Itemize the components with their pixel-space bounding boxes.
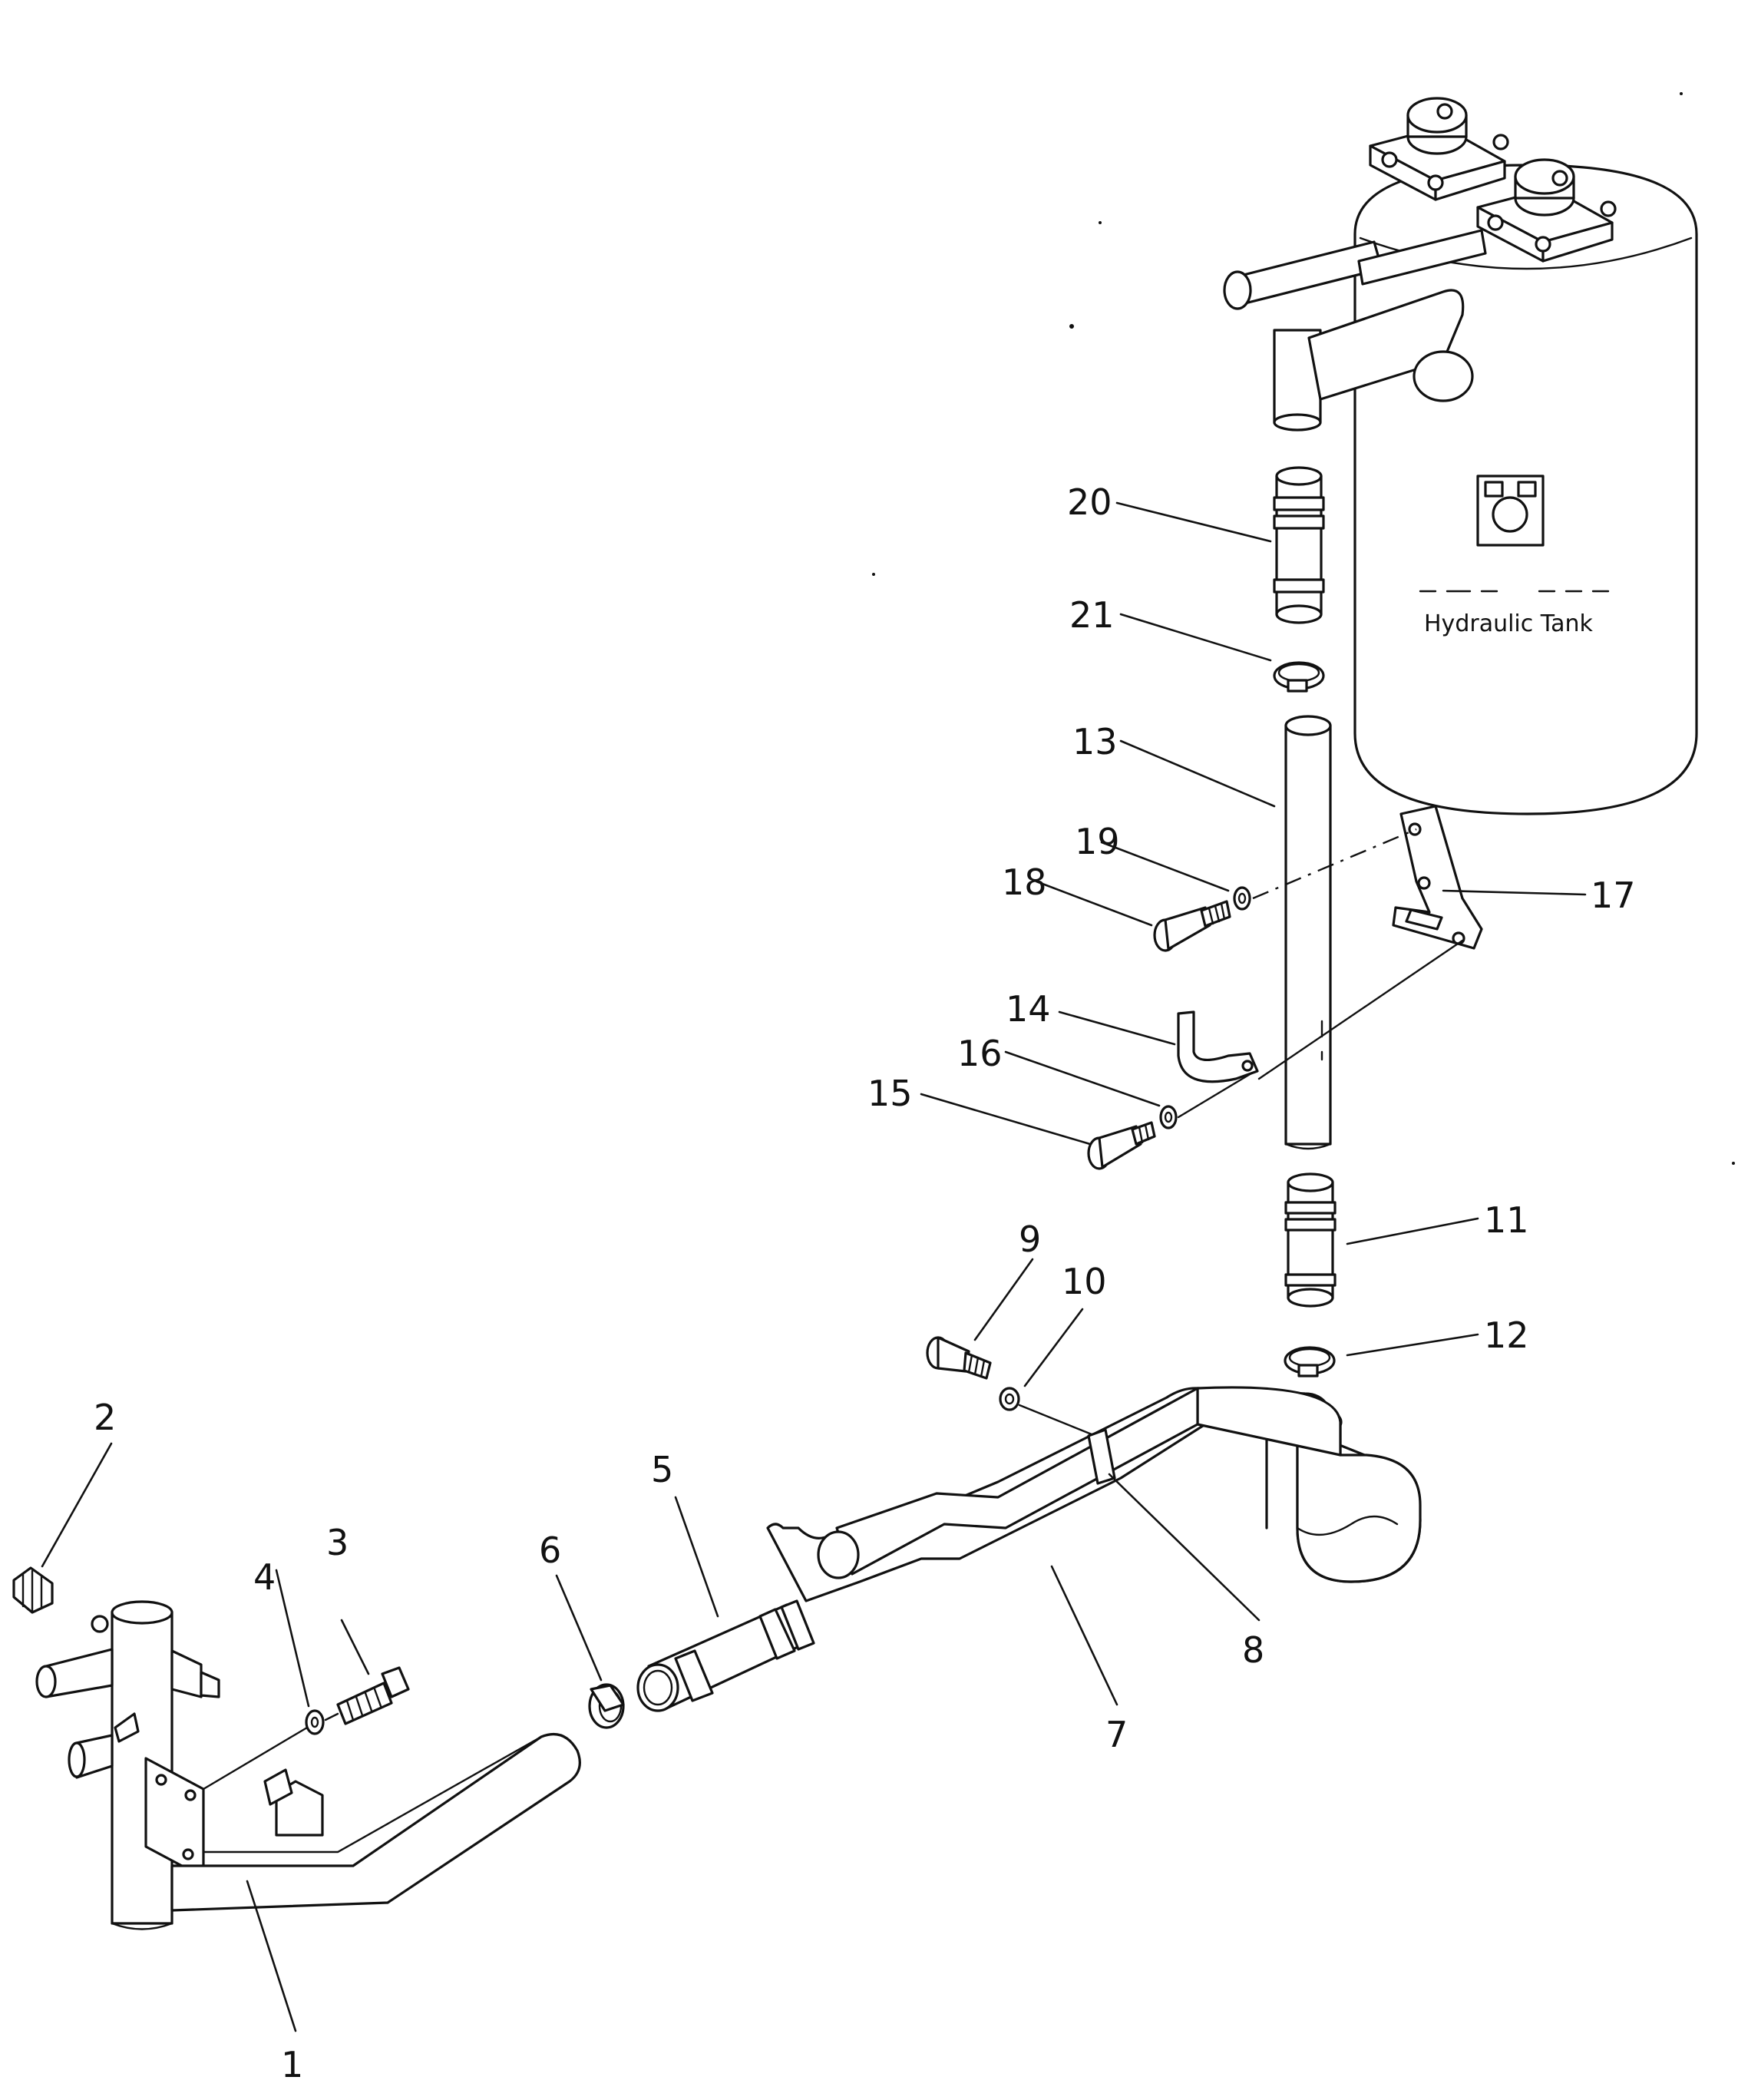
- callout-15: 15: [867, 1073, 913, 1114]
- part-17-bracket: [1392, 805, 1483, 950]
- part-2-fitting: [12, 1566, 109, 1633]
- callout-18: 18: [1002, 861, 1047, 903]
- callout-19: 19: [1075, 821, 1120, 862]
- callout-9: 9: [1019, 1219, 1041, 1260]
- part-16-washer: [1159, 1105, 1178, 1129]
- tank-label: Hydraulic Tank: [1424, 610, 1594, 637]
- part-10-washer: [999, 1387, 1020, 1411]
- callout-5: 5: [651, 1449, 673, 1490]
- callout-21: 21: [1069, 594, 1115, 636]
- callout-12: 12: [1484, 1315, 1529, 1356]
- part-9-bolt: [926, 1336, 992, 1380]
- part-13-tube: [1284, 715, 1332, 1150]
- leader-lines: [41, 501, 1587, 2032]
- callout-14: 14: [1006, 988, 1051, 1030]
- part-14-band: [1177, 1010, 1259, 1083]
- callout-1: 1: [281, 2044, 303, 2085]
- part-21-clamp: [1273, 661, 1325, 693]
- callout-2: 2: [94, 1397, 116, 1438]
- callouts: 1 2 3 4 5 6 7 8 9 10 11 12 13 14 15 16 1…: [94, 481, 1636, 2085]
- part-15-bolt: [1087, 1121, 1156, 1170]
- part-19-washer: [1233, 886, 1251, 911]
- hydraulic-tank: Hydraulic Tank: [1223, 97, 1698, 815]
- callout-16: 16: [957, 1033, 1003, 1074]
- callout-6: 6: [539, 1530, 561, 1571]
- guide-lines: [202, 828, 1464, 1791]
- callout-7: 7: [1105, 1714, 1128, 1755]
- callout-17: 17: [1591, 875, 1636, 916]
- part-6-clamp: [588, 1683, 625, 1729]
- callout-20: 20: [1067, 481, 1112, 523]
- callout-4: 4: [253, 1556, 276, 1598]
- callout-3: 3: [326, 1522, 349, 1563]
- callout-10: 10: [1062, 1261, 1107, 1302]
- part-7-pipe: [766, 1386, 1422, 1602]
- part-20-hose: [1273, 466, 1325, 624]
- callout-8: 8: [1242, 1629, 1264, 1671]
- scan-specks: [872, 92, 1735, 1165]
- callout-13: 13: [1072, 721, 1118, 762]
- part-5-hose: [636, 1599, 815, 1712]
- part-1-pipe: [35, 1600, 581, 1930]
- part-18-bolt: [1153, 900, 1231, 952]
- part-4-washer: [305, 1709, 325, 1735]
- part-12-clamp: [1284, 1346, 1336, 1377]
- callout-11: 11: [1484, 1199, 1529, 1241]
- part-3-bolt: [336, 1666, 410, 1725]
- part-11-hose: [1284, 1172, 1337, 1308]
